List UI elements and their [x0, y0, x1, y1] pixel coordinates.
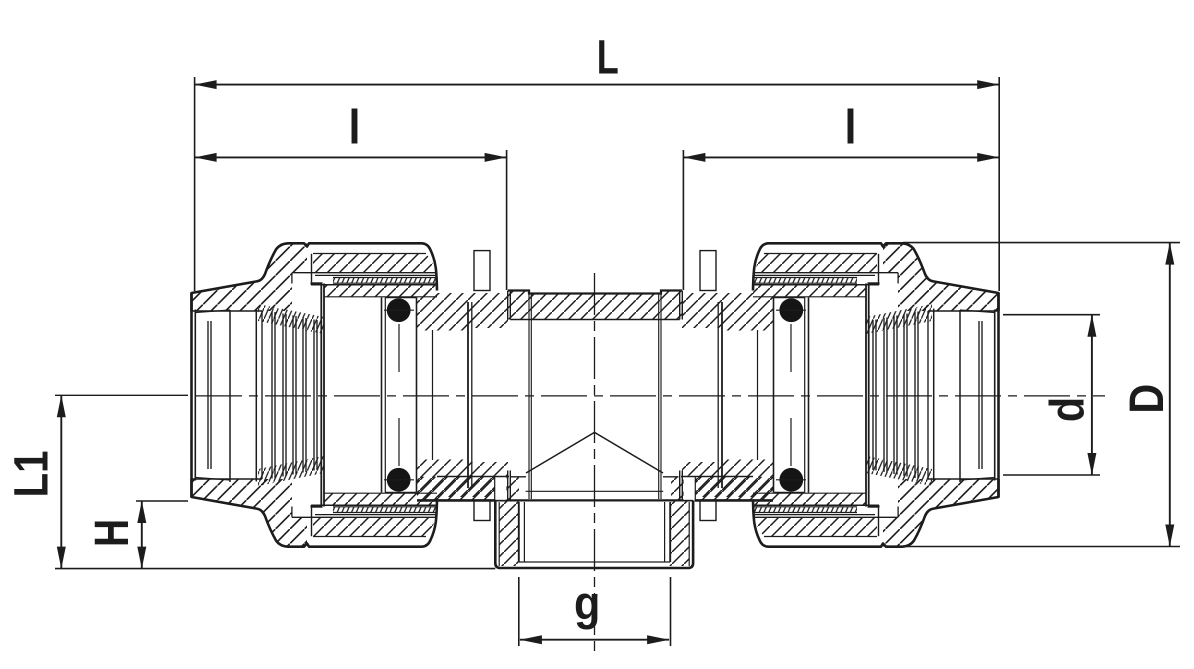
svg-text:H: H — [85, 519, 139, 547]
svg-text:d: d — [1040, 397, 1094, 422]
svg-text:l: l — [348, 100, 360, 154]
svg-text:L1: L1 — [5, 450, 58, 497]
svg-text:D: D — [1120, 384, 1174, 414]
svg-text:l: l — [844, 100, 856, 154]
svg-text:g: g — [574, 576, 600, 630]
svg-text:L: L — [597, 30, 619, 83]
